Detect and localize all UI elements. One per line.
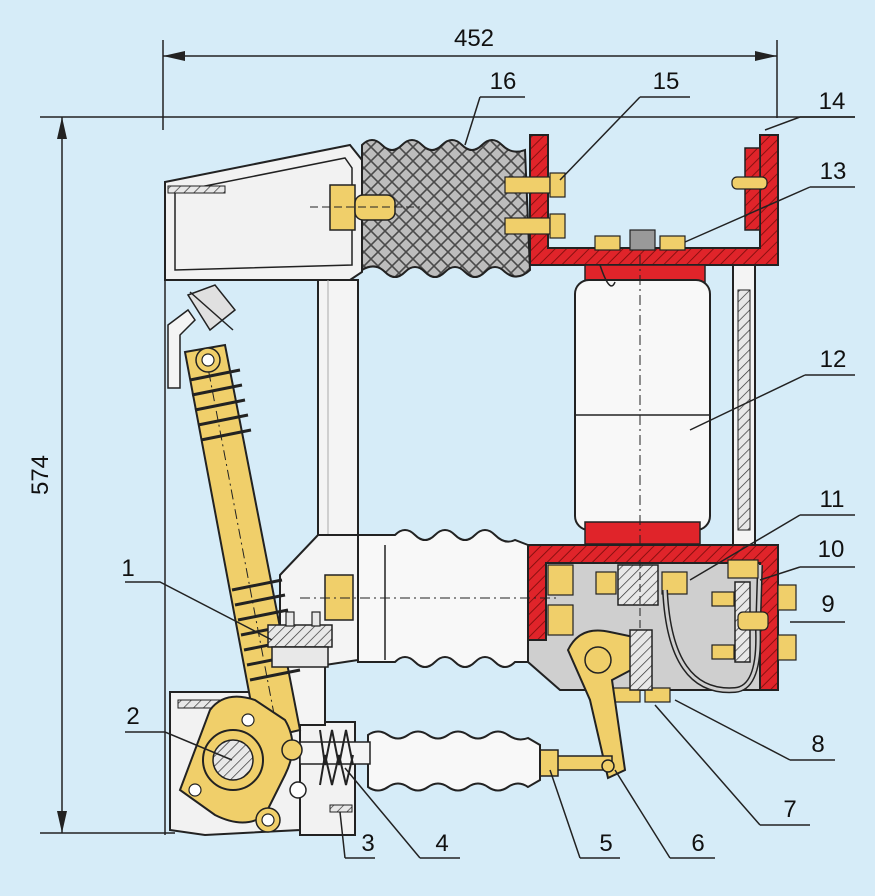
callout-6: 6 xyxy=(691,830,704,857)
callout-16: 16 xyxy=(490,68,517,95)
callout-12: 12 xyxy=(820,346,847,373)
width-dimension-label: 452 xyxy=(454,25,494,52)
callouts: 1 2 3 4 5 6 7 8 9 10 11 12 13 14 15 16 xyxy=(121,68,846,857)
callout-3: 3 xyxy=(361,830,374,857)
leader-lines xyxy=(125,96,855,859)
callout-15: 15 xyxy=(653,68,680,95)
callout-13: 13 xyxy=(820,158,847,185)
callout-11: 11 xyxy=(820,486,845,513)
middle-insulator xyxy=(300,529,560,668)
clamp-block xyxy=(267,611,333,668)
callout-9: 9 xyxy=(821,591,834,618)
callout-5: 5 xyxy=(599,830,612,857)
callout-1: 1 xyxy=(121,555,134,582)
crank-plate xyxy=(178,695,307,833)
callout-7: 7 xyxy=(783,796,796,823)
operating-lever xyxy=(539,629,653,780)
callout-8: 8 xyxy=(811,731,824,758)
height-dimension-label: 574 xyxy=(27,455,54,495)
width-dimension: 452 xyxy=(162,25,778,130)
upper-terminal-bracket xyxy=(504,134,779,266)
spring-assembly xyxy=(167,284,302,742)
top-insulator xyxy=(310,139,532,278)
height-dimension: 574 xyxy=(27,116,855,834)
callout-2: 2 xyxy=(126,703,139,730)
vacuum-interrupter xyxy=(574,255,711,600)
spring-coil-upper xyxy=(189,368,252,442)
lower-insulator xyxy=(299,729,541,792)
callout-14: 14 xyxy=(819,88,846,115)
callout-10: 10 xyxy=(818,536,845,563)
callout-4: 4 xyxy=(435,830,448,857)
lower-housing xyxy=(527,544,797,703)
